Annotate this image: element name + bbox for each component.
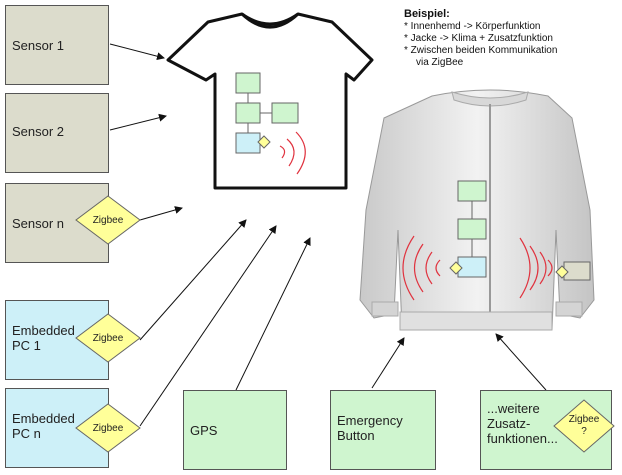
- shirt-block-mid: [235, 102, 261, 124]
- note-item-3: * Zwischen beiden Kommunikation: [404, 45, 558, 56]
- arrow-further: [495, 333, 547, 391]
- gps-label: GPS: [190, 423, 218, 438]
- gps-box: GPS: [183, 390, 287, 470]
- pc-n-label-line1: Embedded: [12, 411, 75, 426]
- sensor-1-box: Sensor 1: [5, 5, 109, 85]
- arrow-emergency: [371, 337, 405, 389]
- shirt-block-bottom: [235, 132, 261, 154]
- shirt-block-top: [235, 72, 261, 94]
- arrow-gps: [235, 237, 311, 391]
- zigbee-label-sensor-n: Zigbee: [92, 215, 124, 226]
- sleeve-zigbee-diamond: [555, 265, 569, 279]
- jacket-sleeve-module: [563, 261, 591, 281]
- jacket-block-bottom: [457, 256, 487, 278]
- further-label-line1: ...weitere: [487, 401, 540, 416]
- note-item-4: via ZigBee: [416, 57, 464, 68]
- pc-1-label-line2: PC 1: [12, 338, 41, 353]
- sensor-2-box: Sensor 2: [5, 93, 109, 173]
- zigbee-label-pc-1: Zigbee: [92, 333, 124, 344]
- tshirt-icon: [166, 12, 374, 190]
- shirt-block-right: [271, 102, 299, 124]
- shirt-zigbee-diamond: [257, 135, 271, 149]
- pc-n-label-line2: PC n: [12, 426, 41, 441]
- note-item-2: * Jacke -> Klima + Zusatzfunktion: [404, 33, 553, 44]
- emergency-button-box: Emergency Button: [330, 390, 436, 470]
- sensor-n-label: Sensor n: [12, 216, 65, 231]
- note-item-1: * Innenhemd -> Körperfunktion: [404, 21, 541, 32]
- emergency-label-line1: Emergency: [337, 413, 403, 428]
- zigbee-label-further: Zigbee: [568, 414, 600, 425]
- sensor-2-label: Sensor 2: [12, 124, 65, 139]
- emergency-label-line2: Button: [337, 428, 375, 443]
- zigbee-question-mark: ?: [581, 426, 587, 437]
- note-title: Beispiel:: [404, 8, 450, 20]
- further-label-line3: funktionen...: [487, 431, 558, 446]
- jacket-block-mid: [457, 218, 487, 240]
- pc-1-label-line1: Embedded: [12, 323, 75, 338]
- sensor-1-label: Sensor 1: [12, 38, 65, 53]
- arrow-sensor1: [109, 43, 165, 61]
- arrow-sensor2: [109, 113, 167, 131]
- jacket-zigbee-diamond: [449, 261, 463, 275]
- further-label-line2: Zusatz-: [487, 416, 531, 431]
- arrow-sensorn: [139, 206, 183, 221]
- example-note: Beispiel: * Innenhemd -> Körperfunktion …: [404, 8, 616, 69]
- arrow-pc1: [139, 219, 247, 341]
- jacket-block-top: [457, 180, 487, 202]
- zigbee-label-pc-n: Zigbee: [92, 423, 124, 434]
- arrow-pcn: [139, 225, 277, 427]
- jacket-icon: [359, 89, 595, 331]
